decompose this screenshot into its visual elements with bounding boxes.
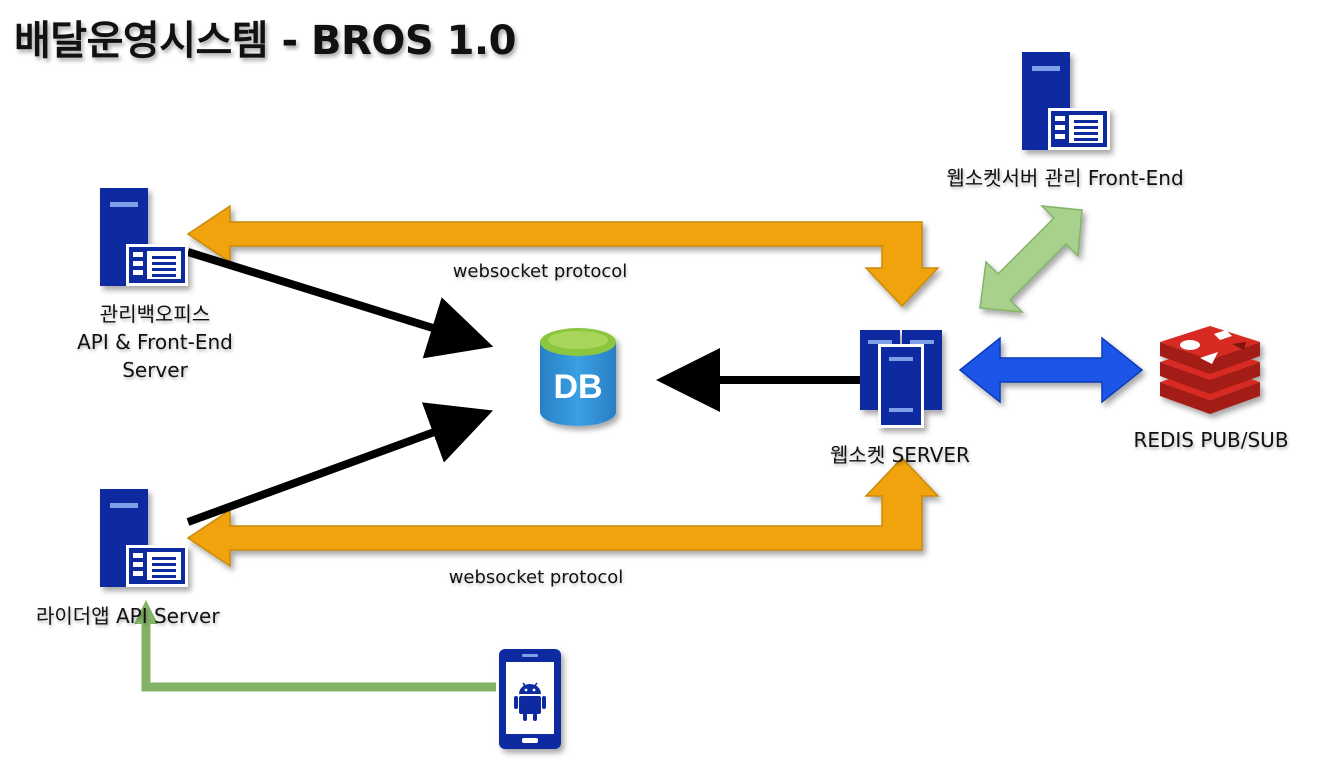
redis-label: REDIS PUB/SUB xyxy=(1133,428,1289,452)
ws-admin-server-icon xyxy=(1022,52,1110,150)
android-phone-icon xyxy=(499,649,561,749)
rider-to-db-arrow xyxy=(186,402,494,526)
backoffice-to-db-arrow xyxy=(186,248,494,359)
db-icon: DB xyxy=(540,328,616,426)
backoffice-label: 관리백오피스 API & Front-End Server xyxy=(30,300,280,384)
bottom-websocket-arrow xyxy=(186,456,940,568)
ws-server-label: 웹소켓 SERVER xyxy=(830,443,970,467)
wsserver-admin-double-arrow xyxy=(979,205,1083,313)
mobile-to-rider-line xyxy=(141,620,496,692)
page-title: 배달운영시스템 - BROS 1.0 xyxy=(14,18,516,64)
top-protocol-label: websocket protocol xyxy=(452,261,628,282)
rider-label: 라이더앱 API Server xyxy=(36,604,220,628)
top-websocket-arrow xyxy=(186,204,940,308)
backoffice-label-line1: 관리백오피스 xyxy=(99,302,211,326)
bottom-protocol-label: websocket protocol xyxy=(448,567,624,588)
mobile-to-rider-arrowhead xyxy=(134,600,158,624)
backoffice-server-icon xyxy=(100,188,188,286)
backoffice-label-line3: Server xyxy=(122,358,188,382)
backoffice-label-line2: API & Front-End xyxy=(77,330,233,354)
ws-admin-label: 웹소켓서버 관리 Front-End xyxy=(946,166,1184,190)
ws-cluster-icon xyxy=(860,330,942,428)
wsserver-redis-double-arrow xyxy=(958,336,1144,404)
rider-server-icon xyxy=(100,489,188,587)
db-label: DB xyxy=(553,368,602,406)
redis-icon xyxy=(1160,326,1260,414)
